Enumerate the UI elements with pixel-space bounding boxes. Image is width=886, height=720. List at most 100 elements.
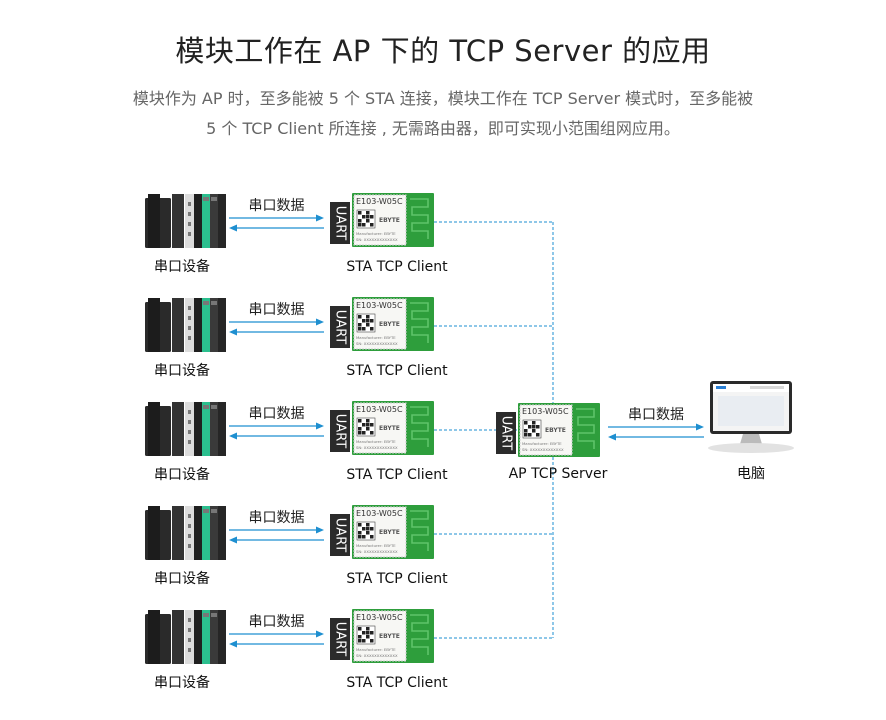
qr-cell [536,425,540,429]
device-module [148,194,160,248]
qr-cell [366,527,370,531]
device-port [203,405,209,409]
device-led [188,440,191,444]
qr-cell [362,223,366,227]
brand-label: EBYTE [379,425,400,432]
arrow-right-head [316,526,324,534]
qr-cell [362,327,366,331]
qr-cell [532,429,536,433]
qr-cell [366,419,370,423]
serial-data-label: 串口数据 [249,198,305,214]
description-line-1: 模块作为 AP 时，至多能被 5 个 STA 连接，模块工作在 TCP Serv… [132,89,754,108]
device-led [188,524,191,528]
device-module [202,402,210,456]
module-model: E103-W05C [356,509,403,518]
device-port [203,197,209,201]
pcb-antenna [410,302,429,343]
device-led [188,232,191,236]
server-label: AP TCP Server [509,466,608,482]
device-label: 串口设备 [154,674,210,691]
device-port [211,301,217,305]
qr-cell [366,631,370,635]
device-port [203,509,209,513]
pcb-antenna [410,614,429,655]
device-label: 串口设备 [154,258,210,275]
sn-label: SN: XXXXXXXXXXXXX [522,447,564,452]
qr-cell [358,223,362,227]
brand-label: EBYTE [379,529,400,536]
device-module [185,402,194,456]
manufacturer-label: Manufacturer: EBYTE [522,441,562,446]
uart-tag [330,410,350,452]
device-module [210,402,218,456]
qr-cell [358,635,362,639]
computer-label: 电脑 [737,466,765,482]
qr-cell [358,431,362,435]
device-port [211,613,217,617]
arrow-right-head [316,422,324,430]
device-led [188,316,191,320]
device-led [188,514,191,518]
sn-label: SN: XXXXXXXXXXXXX [356,341,398,346]
arrow-left-head [229,640,237,648]
device-led [188,618,191,622]
device-module [210,194,218,248]
description-line-2: 5 个 TCP Client 所连接 , 无需路由器，即可实现小范围组网应用。 [206,119,680,138]
qr-cell [362,639,366,643]
uart-tag [496,412,516,454]
device-module [218,402,226,456]
device-led [188,306,191,310]
uart-tag [330,306,350,348]
serial-device-icon [145,402,226,456]
screen-nav [750,386,784,389]
qr-cell [524,421,528,425]
serial-data-label: 串口数据 [249,302,305,318]
qr-cell [528,433,532,437]
brand-label: EBYTE [379,633,400,640]
device-module [148,506,160,560]
client-row: 串口设备 串口数据 UARTE103-W05CEBYTEManufacturer: … [145,193,448,275]
qr-cell [370,319,374,323]
qr-cell [532,425,536,429]
qr-cell [358,323,362,327]
device-led [188,222,191,226]
module-label: STA TCP Client [346,259,448,275]
qr-cell [358,531,362,535]
device-port [211,509,217,513]
page-title: 模块工作在 AP 下的 TCP Server 的应用 [175,34,711,68]
brand-label: EBYTE [379,321,400,328]
device-led [188,410,191,414]
device-module [185,194,194,248]
device-led [188,212,191,216]
monitor-base [708,443,794,453]
module-model: E103-W05C [356,197,403,206]
serial-device-icon [145,506,226,560]
sn-label: SN: XXXXXXXXXXXXX [356,549,398,554]
serial-device-icon [145,194,226,248]
qr-cell [366,215,370,219]
device-module [185,506,194,560]
uart-tag [330,618,350,660]
device-module [194,194,202,248]
module-label: STA TCP Client [346,675,448,691]
device-module [172,402,184,456]
device-led [188,326,191,330]
module-model: E103-W05C [356,613,403,622]
qr-cell [358,535,362,539]
device-port [203,613,209,617]
uart-tag [330,202,350,244]
arrow-right-head [316,318,324,326]
qr-cell [358,219,362,223]
device-port [211,197,217,201]
arrow-left-head [229,328,237,336]
device-module [172,610,184,664]
device-module [202,610,210,664]
manufacturer-label: Manufacturer: EBYTE [356,231,396,236]
